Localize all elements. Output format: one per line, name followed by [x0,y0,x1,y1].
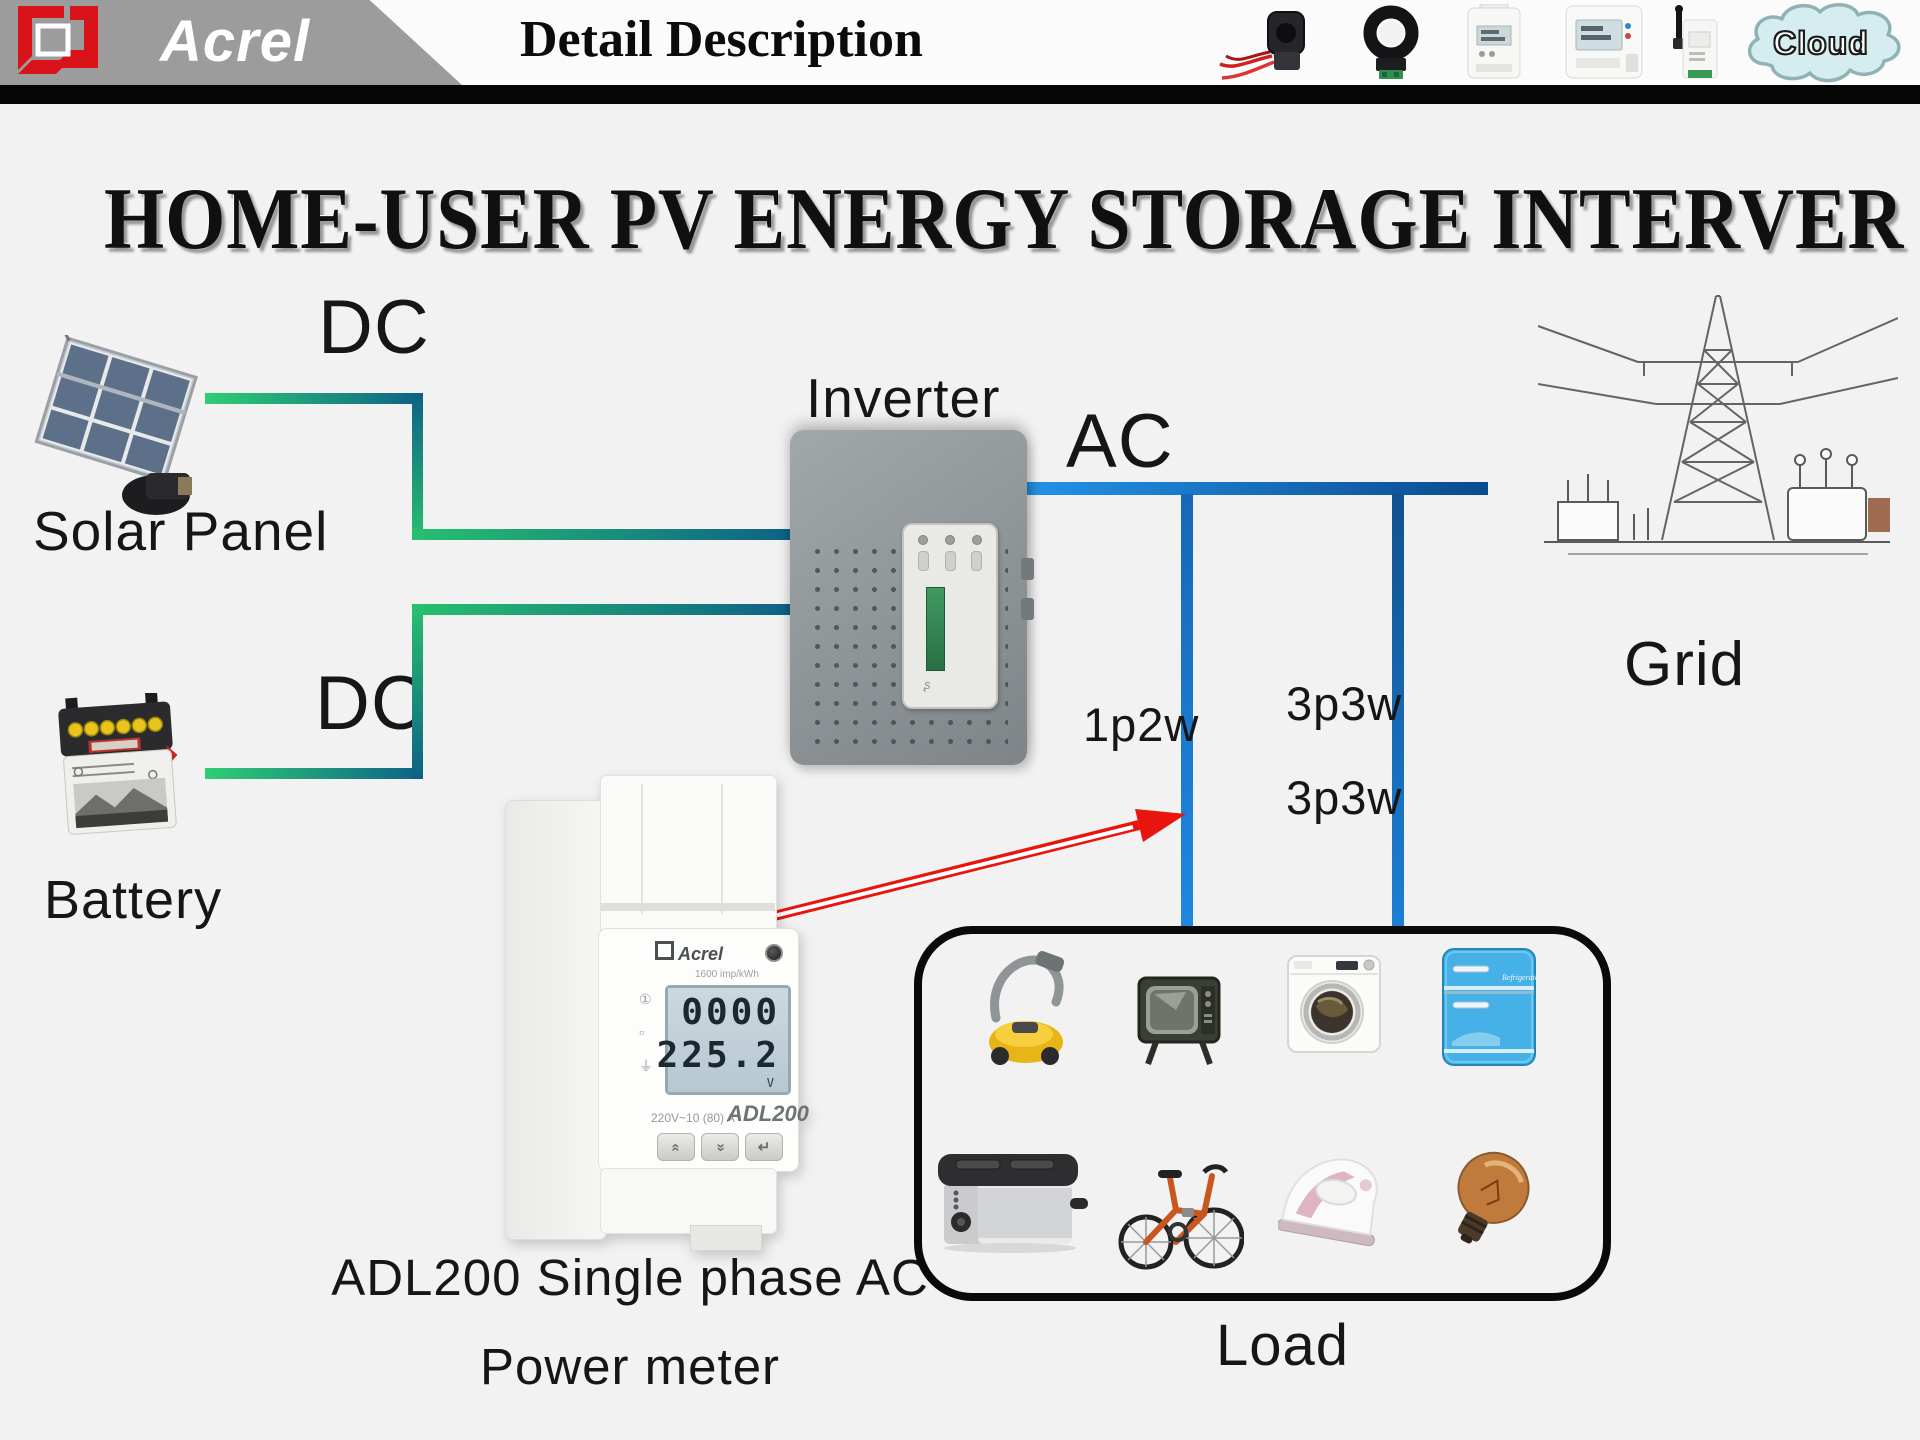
branch2-wiring-label: 3p3w 3p3w [1286,680,1402,821]
slide-title: HOME-USER PV ENERGY STORAGE INTERVER [104,171,1905,268]
meter-symbol-ground: ⏚ [639,1058,653,1074]
inverter-front-panel: ʂ [902,523,998,709]
grid-label: Grid [1624,630,1746,699]
meter-pulse-led [765,944,783,962]
inverter-led-row [918,535,982,545]
dc-label-solar: DC [318,285,430,370]
din-meter-icon [1467,4,1521,79]
meter-bottom-module [600,1168,777,1234]
meter-brand-logo-icon [655,941,674,960]
meter-buttons: « « ↵ [657,1133,783,1161]
battery-label: Battery [44,870,223,930]
inverter-indicator-slots [918,551,982,571]
meter-pulse-rate: 1600 imp/kWh [695,969,759,980]
iron-image [1278,1158,1378,1247]
solar-panel-image [34,335,198,515]
load-group-box [914,926,1611,1301]
meter-face: Acrel 1600 imp/kWh 0000 225.2 V ① ▫ ⏚ 22… [598,928,809,1172]
din-meter-3p-icon [1565,5,1643,79]
meter-symbol-square: ▫ [639,1024,644,1040]
battery-dc-wire-v [412,604,423,779]
meter-top-module [600,775,777,935]
refrigerator-image: Refrigerator [1442,948,1538,1066]
branch2-line2: 3p3w [1286,771,1403,824]
meter-brand: Acrel [655,941,723,965]
washing-machine-image [1287,955,1381,1053]
battery-image [58,693,178,835]
lcd-energy-value: 0000 [681,992,780,1033]
hall-sensor-icon [1363,5,1419,79]
vacuum-cleaner-image [989,951,1065,1065]
solar-dc-wire-v [412,393,423,540]
inverter-image: ʂ [790,430,1034,765]
meter-lcd: 0000 225.2 V [657,985,791,1095]
inverter-logo-mark: ʂ [924,677,931,692]
meter-rating: 220V~10 (80) A [651,1111,735,1125]
cloud-node: Cloud [1736,0,1906,86]
inverter-display-strip [926,587,945,671]
meter-caption: ADL200 Single phase AC Power meter [330,1248,930,1396]
inverter-label: Inverter [806,367,1001,429]
solar-dc-wire-h1 [205,393,421,404]
battery-dc-wire-h2 [412,604,792,615]
gateway-icon [1673,5,1718,79]
tv-image [1137,976,1221,1066]
adl200-meter-image: Acrel 1600 imp/kWh 0000 225.2 V ① ▫ ⏚ 22… [505,775,809,1251]
header-divider-bar [0,85,1920,104]
bicycle-image [1118,1164,1244,1270]
inverter-connector-1 [1021,558,1034,580]
branch2-line1: 3p3w [1286,677,1403,730]
split-core-ct-icon [1219,11,1305,80]
meter-side-body [505,800,607,1240]
meter-symbol-column: ① ▫ ⏚ [639,991,653,1076]
refrigerator-script-label: Refrigerator [1501,973,1538,982]
meter-caption-line2: Power meter [479,1338,781,1395]
lcd-voltage-value: 225.2 [656,1035,780,1076]
dc-label-battery: DC [315,661,427,746]
page-title: Detail Description [520,11,923,68]
lcd-voltage-unit: V [766,1076,774,1090]
grid-image [1538,295,1898,555]
meter-symbol-phase: ① [639,991,652,1007]
ac-bus-wire [1027,482,1488,495]
ac-branch-wire-1 [1181,494,1193,931]
meter-down-button: « [701,1133,739,1161]
acrel-logo-icon [18,6,98,74]
meter-caption-line1: ADL200 Single phase AC [331,1249,929,1306]
meter-pointer-arrow-icon [768,809,1186,922]
meter-up-button: « [657,1133,695,1161]
battery-dc-wire-h1 [205,768,423,779]
brand-name: Acrel [160,9,311,74]
cloud-label: Cloud [1772,24,1869,62]
ac-label: AC [1066,399,1174,484]
inverter-connector-2 [1021,598,1034,620]
light-bulb-image [1457,1151,1530,1244]
solar-panel-label: Solar Panel [33,500,329,562]
solar-dc-wire-h2 [412,529,792,540]
meter-top-groove [600,903,775,911]
branch1-wiring-label: 1p2w [1083,698,1200,751]
meter-bottom-tab [690,1225,762,1251]
meter-enter-button: ↵ [745,1133,783,1161]
meter-model: ADL200 [727,1101,809,1126]
toaster-image [938,1154,1088,1253]
load-label: Load [1216,1313,1350,1378]
cloud-icon [1747,3,1901,83]
ac-branch-wire-2 [1392,494,1404,931]
